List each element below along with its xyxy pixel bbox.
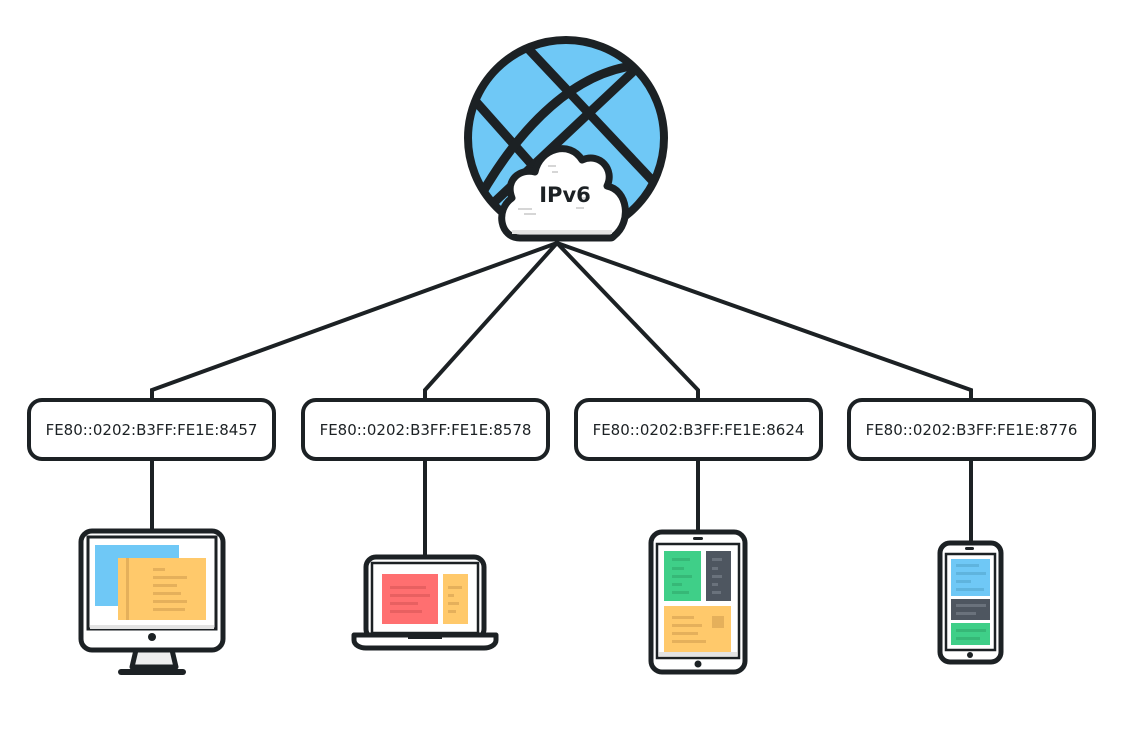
connection-line-4 bbox=[555, 241, 973, 400]
device-address-box-4: FE80::0202:B3FF:FE1E:8776 bbox=[847, 398, 1096, 461]
smartphone-icon bbox=[937, 540, 1004, 665]
device-address: FE80::0202:B3FF:FE1E:8776 bbox=[865, 420, 1078, 439]
cloud-icon bbox=[498, 145, 629, 242]
laptop-icon bbox=[351, 554, 499, 651]
device-address: FE80::0202:B3FF:FE1E:8578 bbox=[319, 420, 532, 439]
connection-line-1 bbox=[150, 241, 559, 400]
network-label: IPv6 bbox=[539, 183, 591, 207]
device-address-box-3: FE80::0202:B3FF:FE1E:8624 bbox=[574, 398, 823, 461]
device-address: FE80::0202:B3FF:FE1E:8624 bbox=[592, 420, 805, 439]
connection-line-3 bbox=[555, 241, 700, 400]
desktop-monitor-icon bbox=[78, 528, 226, 675]
connection-line-2 bbox=[423, 241, 559, 400]
device-address-box-1: FE80::0202:B3FF:FE1E:8457 bbox=[27, 398, 276, 461]
device-address-box-2: FE80::0202:B3FF:FE1E:8578 bbox=[301, 398, 550, 461]
tablet-icon bbox=[648, 529, 748, 675]
device-address: FE80::0202:B3FF:FE1E:8457 bbox=[45, 420, 258, 439]
connection-lines bbox=[150, 241, 973, 559]
